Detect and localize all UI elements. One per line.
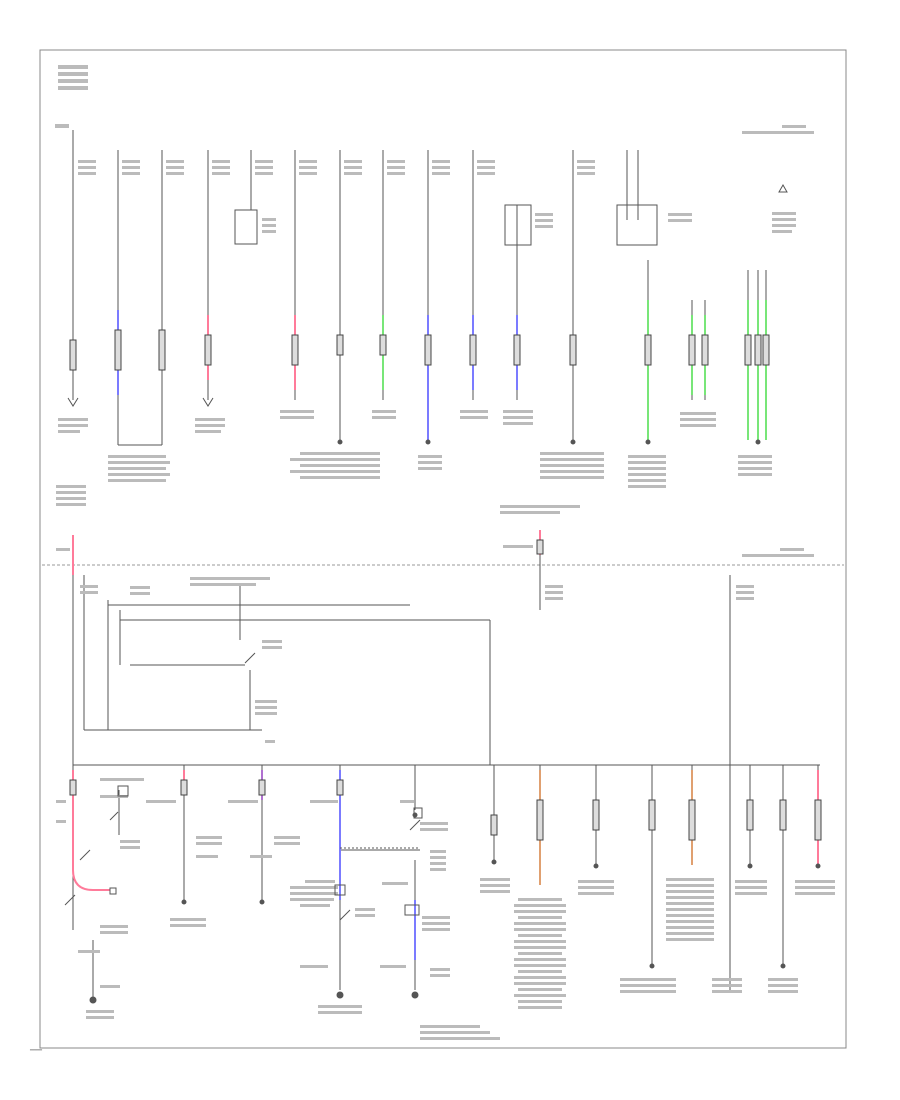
upper-terminations <box>67 397 761 445</box>
upper-label-blocks <box>55 65 814 488</box>
switch-symbols <box>64 652 421 921</box>
lower-components <box>109 785 423 916</box>
lower-connectors <box>69 539 822 841</box>
upper-relays <box>234 183 788 246</box>
lower-grounds <box>89 812 821 1004</box>
diagram-code-label: ▁▁▁▁ <box>30 1045 43 1051</box>
lower-label-blocks <box>56 485 835 1040</box>
lower-wires <box>72 545 820 1000</box>
upper-connectors <box>69 329 770 371</box>
diagram-frame <box>39 49 847 1049</box>
top-fuse-wires <box>72 130 767 446</box>
fuse-labels <box>78 160 796 233</box>
lower-colored-segments <box>72 530 819 960</box>
